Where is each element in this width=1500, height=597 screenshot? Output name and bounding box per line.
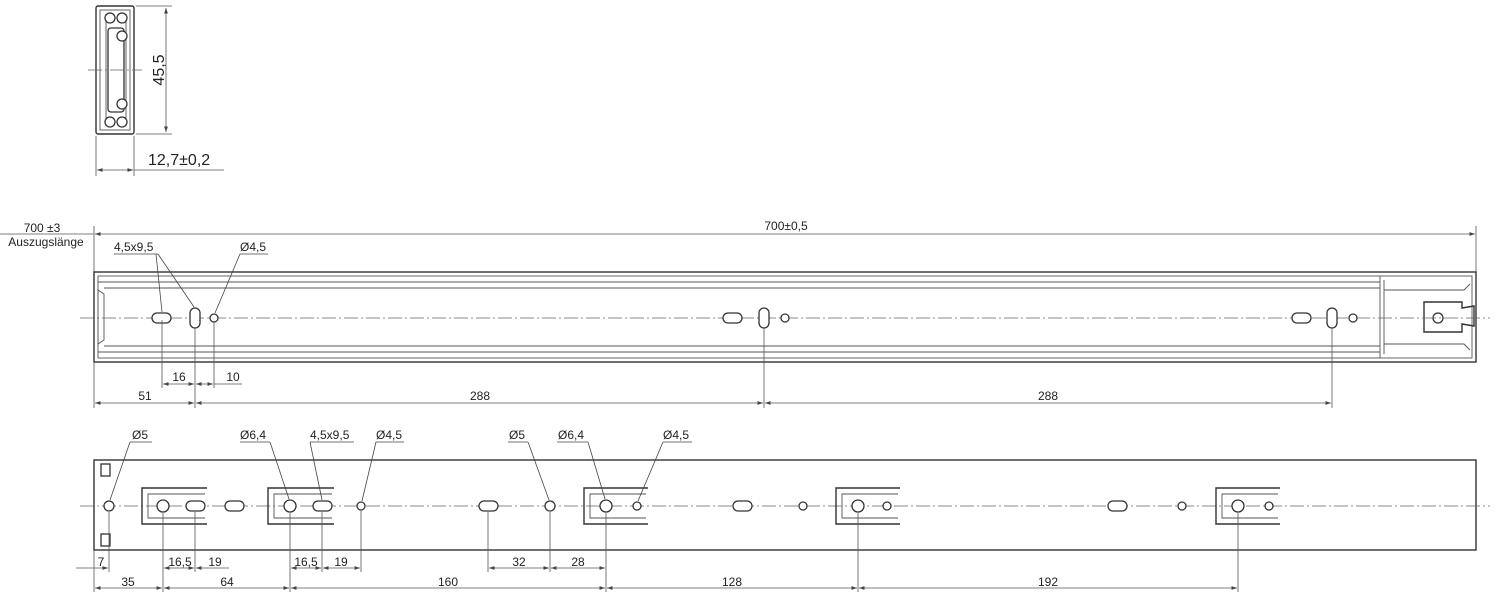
dim-label: 64 — [220, 575, 234, 589]
extension-length-value: 700 ±3 — [24, 221, 61, 235]
hole-label: Ø6,4 — [240, 428, 266, 442]
profile-height-label: 45,5 — [151, 54, 168, 85]
mounting-bracket — [583, 487, 648, 525]
mounting-bracket — [1215, 487, 1280, 525]
slot-horizontal — [151, 312, 172, 324]
slot-vertical — [1326, 307, 1338, 329]
dim-label: 19 — [208, 555, 222, 569]
dim-label: 28 — [571, 555, 585, 569]
hole — [209, 313, 219, 323]
extension-length-caption: Auszugslänge — [8, 235, 84, 249]
hole-label: Ø4,5 — [663, 428, 689, 442]
slot-horizontal — [1107, 500, 1128, 512]
hole — [1264, 501, 1274, 511]
ball-bearing-upper-inner — [116, 30, 128, 42]
dim-label: 16,5 — [294, 555, 318, 569]
hole — [1177, 501, 1187, 511]
hole — [632, 501, 642, 511]
hole — [1231, 499, 1245, 513]
dim-label: 16,5 — [168, 555, 192, 569]
hole-diameter-label: Ø4,5 — [240, 240, 266, 254]
ball-bearing-bottom-right — [116, 116, 128, 128]
dim-label: 288 — [470, 389, 490, 403]
mounting-bracket — [835, 487, 900, 525]
dim-label: 10 — [226, 370, 240, 384]
slot-horizontal — [312, 500, 333, 512]
ball-bearing-bottom-left — [104, 116, 116, 128]
ball-bearing-top-left — [104, 12, 116, 24]
hole — [356, 501, 366, 511]
dim-label: 288 — [1038, 389, 1058, 403]
slot-vertical — [758, 307, 770, 329]
dim-label: 192 — [1038, 575, 1058, 589]
ball-bearing-top-right — [116, 12, 128, 24]
slot-horizontal — [185, 500, 206, 512]
hole-label: 4,5x9,5 — [310, 428, 350, 442]
hole — [851, 499, 865, 513]
profile-cross-section — [88, 5, 224, 176]
slot-horizontal — [224, 500, 245, 512]
overall-length-label: 700±0,5 — [764, 219, 808, 233]
hole — [780, 313, 790, 323]
dim-label: 128 — [722, 575, 742, 589]
slide-bottom-view — [76, 441, 1490, 592]
hole — [103, 500, 115, 512]
ball-bearing-lower-inner — [116, 98, 128, 110]
hole — [882, 501, 892, 511]
hole — [544, 500, 556, 512]
mounting-bracket — [267, 487, 334, 525]
slot-horizontal — [478, 500, 499, 512]
mounting-bracket — [141, 487, 207, 525]
hole — [283, 499, 297, 513]
dim-label: 51 — [138, 389, 152, 403]
slot-horizontal — [722, 312, 743, 324]
dim-label: 16 — [172, 370, 186, 384]
hole — [599, 499, 613, 513]
slide-side-view — [0, 226, 1490, 408]
hole — [1348, 313, 1358, 323]
slot-size-label: 4,5x9,5 — [114, 240, 154, 254]
slot-horizontal — [732, 500, 753, 512]
dim-label: 35 — [121, 575, 135, 589]
slot-horizontal — [1291, 312, 1312, 324]
dim-label: 7 — [98, 555, 105, 569]
hole-label: Ø5 — [509, 428, 525, 442]
dim-label: 32 — [512, 555, 526, 569]
hole-label: Ø6,4 — [558, 428, 584, 442]
profile-width-label: 12,7±0,2 — [148, 152, 210, 169]
dim-label: 160 — [438, 575, 458, 589]
slot-vertical — [189, 307, 201, 329]
hole — [798, 501, 808, 511]
dim-label: 19 — [334, 555, 348, 569]
hole-label: Ø5 — [132, 428, 148, 442]
hole-label: Ø4,5 — [376, 428, 402, 442]
hole — [156, 499, 170, 513]
